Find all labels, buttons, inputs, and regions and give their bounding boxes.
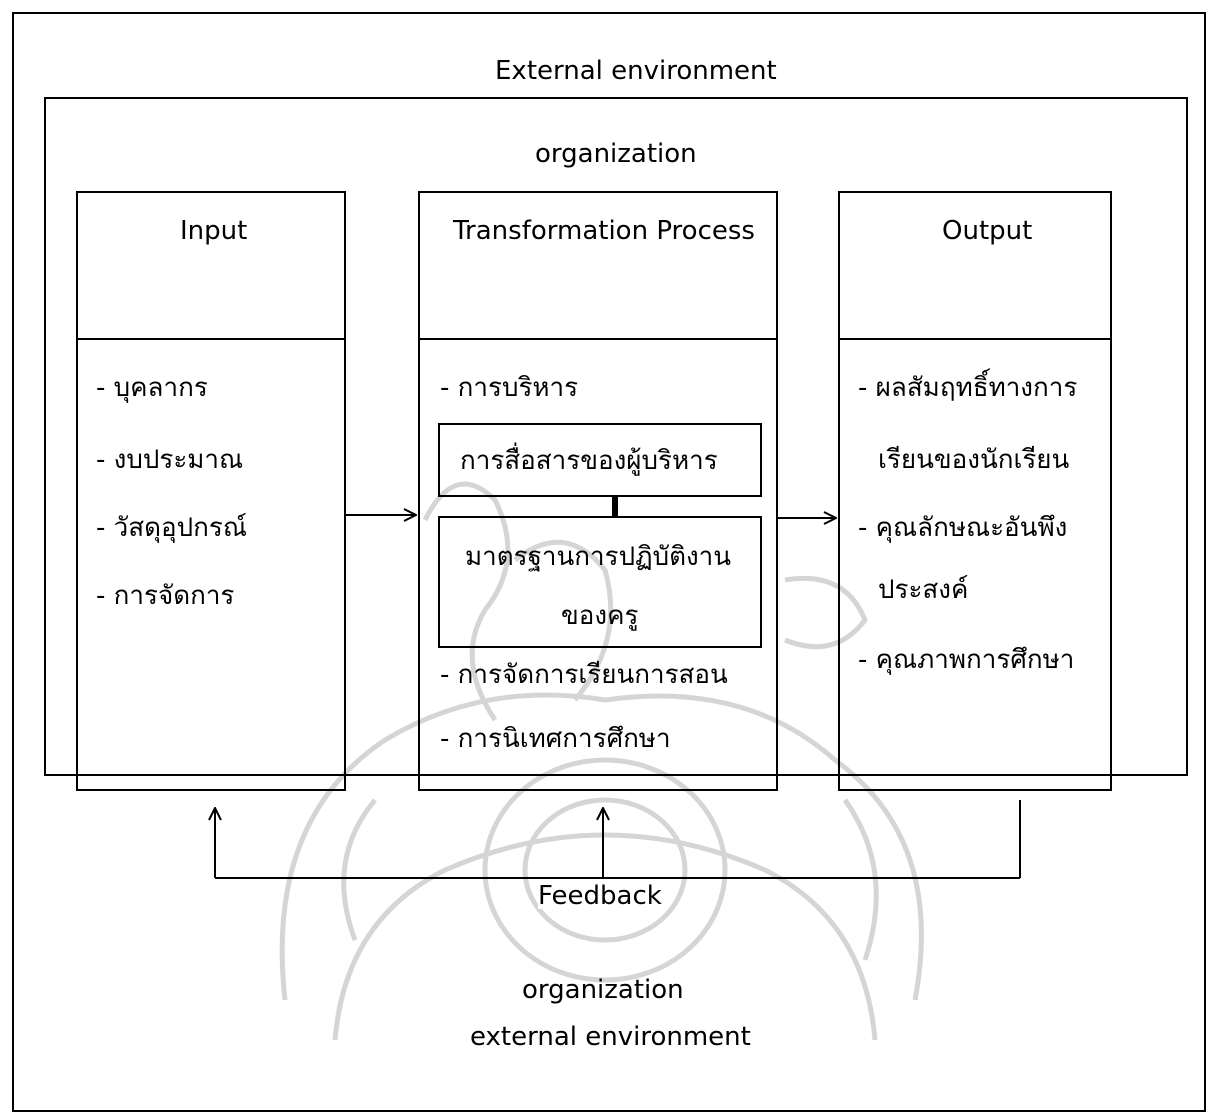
process-item: - การจัดการเรียนการสอน	[440, 660, 728, 690]
feedback-label: Feedback	[538, 881, 662, 911]
output-item: - คุณภาพการศึกษา	[858, 645, 1075, 675]
external-environment-label: External environment	[495, 56, 777, 86]
output-box	[838, 191, 1112, 791]
process-subbox-standards	[438, 516, 762, 648]
output-item: เรียนของนักเรียน	[878, 445, 1070, 475]
organization-label: organization	[535, 139, 697, 169]
process-subbox-communication	[438, 423, 762, 497]
input-item: - บุคลากร	[96, 373, 208, 403]
input-divider	[76, 338, 346, 340]
process-item: - การนิเทศการศึกษา	[440, 724, 671, 754]
process-item: - การบริหาร	[440, 373, 579, 403]
organization-frame	[44, 97, 1188, 776]
output-item: ประสงค์	[878, 575, 969, 605]
organization-bottom-label: organization	[522, 975, 684, 1005]
input-item: - การจัดการ	[96, 581, 235, 611]
output-item: - ผลสัมฤทธิ์ทางการ	[858, 373, 1078, 403]
university-seal-icon	[279, 481, 924, 1041]
process-subbox-standards-line1: มาตรฐานการปฏิบัติงาน	[465, 542, 732, 572]
process-divider	[418, 338, 778, 340]
output-title: Output	[942, 216, 1033, 246]
output-item: - คุณลักษณะอันพึง	[858, 513, 1068, 543]
process-box	[418, 191, 778, 791]
input-title: Input	[180, 216, 248, 246]
input-box	[76, 191, 346, 791]
input-item: - วัสดุอุปกรณ์	[96, 513, 247, 543]
process-subbox-standards-line2: ของครู	[561, 601, 639, 631]
output-divider	[838, 338, 1112, 340]
process-subbox-communication-label: การสื่อสารของผู้บริหาร	[460, 446, 718, 476]
input-item: - งบประมาณ	[96, 445, 244, 475]
process-title: Transformation Process	[453, 216, 755, 246]
external-environment-bottom-label: external environment	[470, 1022, 751, 1052]
